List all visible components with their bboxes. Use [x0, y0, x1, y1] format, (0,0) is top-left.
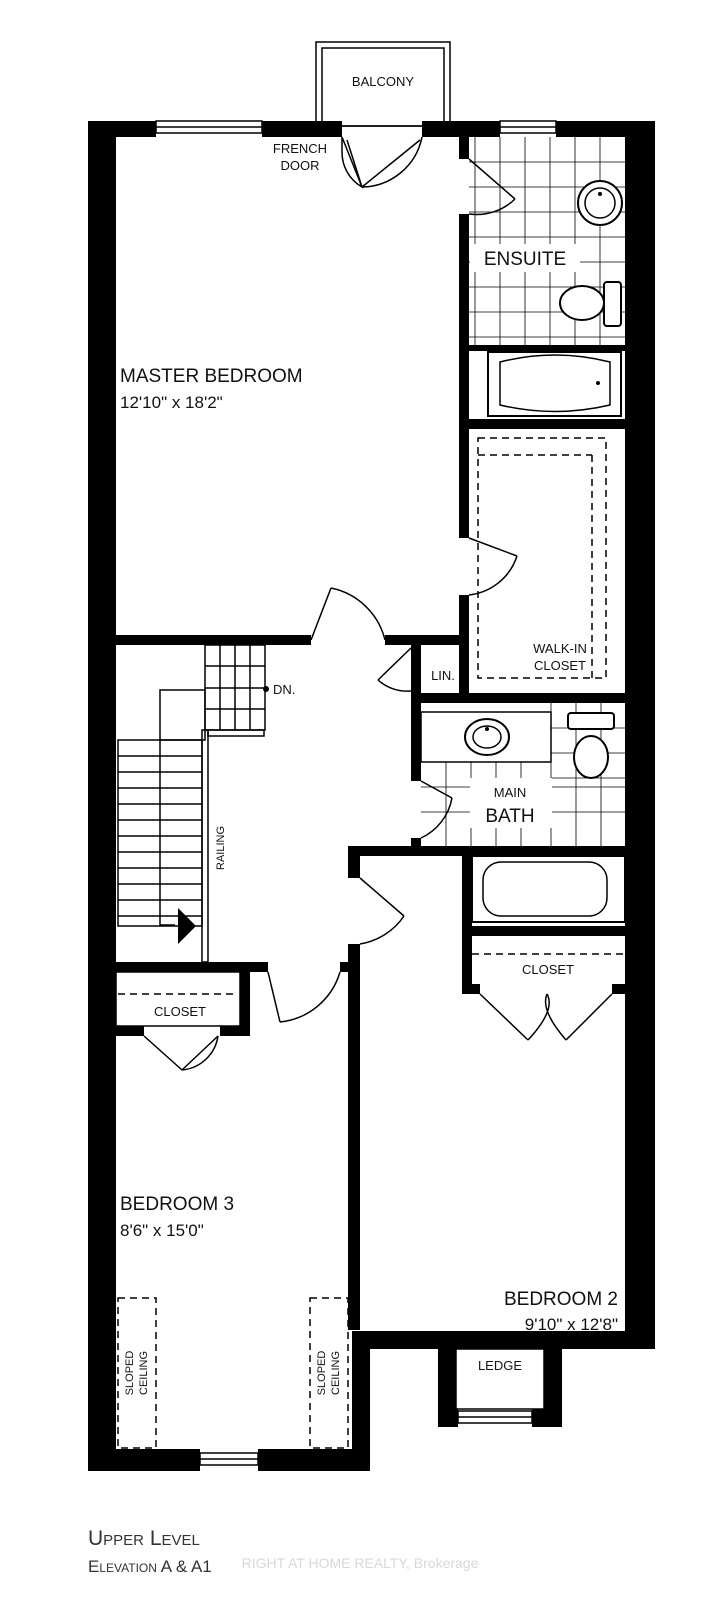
railing-label: RAILING	[215, 826, 227, 870]
closet-left-label: CLOSET	[154, 1004, 206, 1019]
stairs-down-label: DN.	[273, 682, 295, 697]
ledge-label: LEDGE	[478, 1358, 522, 1373]
ensuite-tile-grid	[469, 137, 625, 345]
elevation-caption: Elevation A & A1	[88, 1557, 212, 1576]
ensuite: ENSUITE	[469, 137, 625, 417]
french-door-label-line1: FRENCH	[273, 141, 327, 156]
linen-closet-label: LIN.	[431, 668, 455, 683]
master-bedroom-name: MASTER BEDROOM	[120, 366, 303, 387]
main-bath-sink	[464, 718, 510, 756]
windows	[155, 120, 557, 1466]
level-caption: Upper Level	[88, 1527, 200, 1550]
closet-right-label: CLOSET	[522, 962, 574, 977]
bedroom-3-name: BEDROOM 3	[120, 1194, 234, 1215]
balcony: BALCONY	[315, 41, 451, 127]
ensuite-bathtub	[487, 351, 622, 417]
bedroom-2-name: BEDROOM 2	[504, 1289, 618, 1310]
closet-right: CLOSET	[472, 953, 625, 977]
closet-left: CLOSET	[115, 971, 241, 1027]
balcony-label: BALCONY	[352, 74, 414, 89]
master-bedroom-dimensions: 12'10" x 18'2"	[120, 393, 223, 412]
sloped-ceiling-right: SLOPED CEILING	[309, 1297, 349, 1449]
ensuite-sink	[577, 180, 623, 226]
main-bath-toilet	[567, 712, 615, 779]
french-door-label-line2: DOOR	[281, 158, 320, 173]
main-bath-label-line2: BATH	[485, 806, 534, 827]
walk-in-closet: WALK-IN CLOSET	[477, 437, 607, 679]
sloped-right-line2: CEILING	[330, 1351, 342, 1395]
bedroom-3-dimensions: 8'6" x 15'0"	[120, 1221, 204, 1240]
exterior-walls	[88, 121, 655, 1471]
bedroom-2-dimensions: 9'10" x 12'8"	[525, 1315, 618, 1334]
interior-walls	[116, 137, 625, 1330]
ensuite-toilet	[559, 281, 622, 327]
main-bath: MAIN BATH	[420, 703, 626, 923]
main-bath-bathtub	[471, 855, 626, 923]
walk-in-label-line1: WALK-IN	[533, 641, 587, 656]
walk-in-label-line2: CLOSET	[534, 658, 586, 673]
sloped-left-line2: CEILING	[138, 1351, 150, 1395]
sloped-right-line1: SLOPED	[316, 1351, 328, 1396]
ensuite-label: ENSUITE	[484, 249, 566, 270]
doors	[143, 136, 613, 1071]
watermark: RIGHT AT HOME REALTY, Brokerage	[242, 1555, 479, 1571]
ledge: LEDGE	[455, 1348, 545, 1410]
staircase	[117, 644, 269, 963]
sloped-ceiling-left: SLOPED CEILING	[117, 1297, 157, 1449]
sloped-left-line1: SLOPED	[124, 1351, 136, 1396]
main-bath-label-line1: MAIN	[494, 785, 527, 800]
